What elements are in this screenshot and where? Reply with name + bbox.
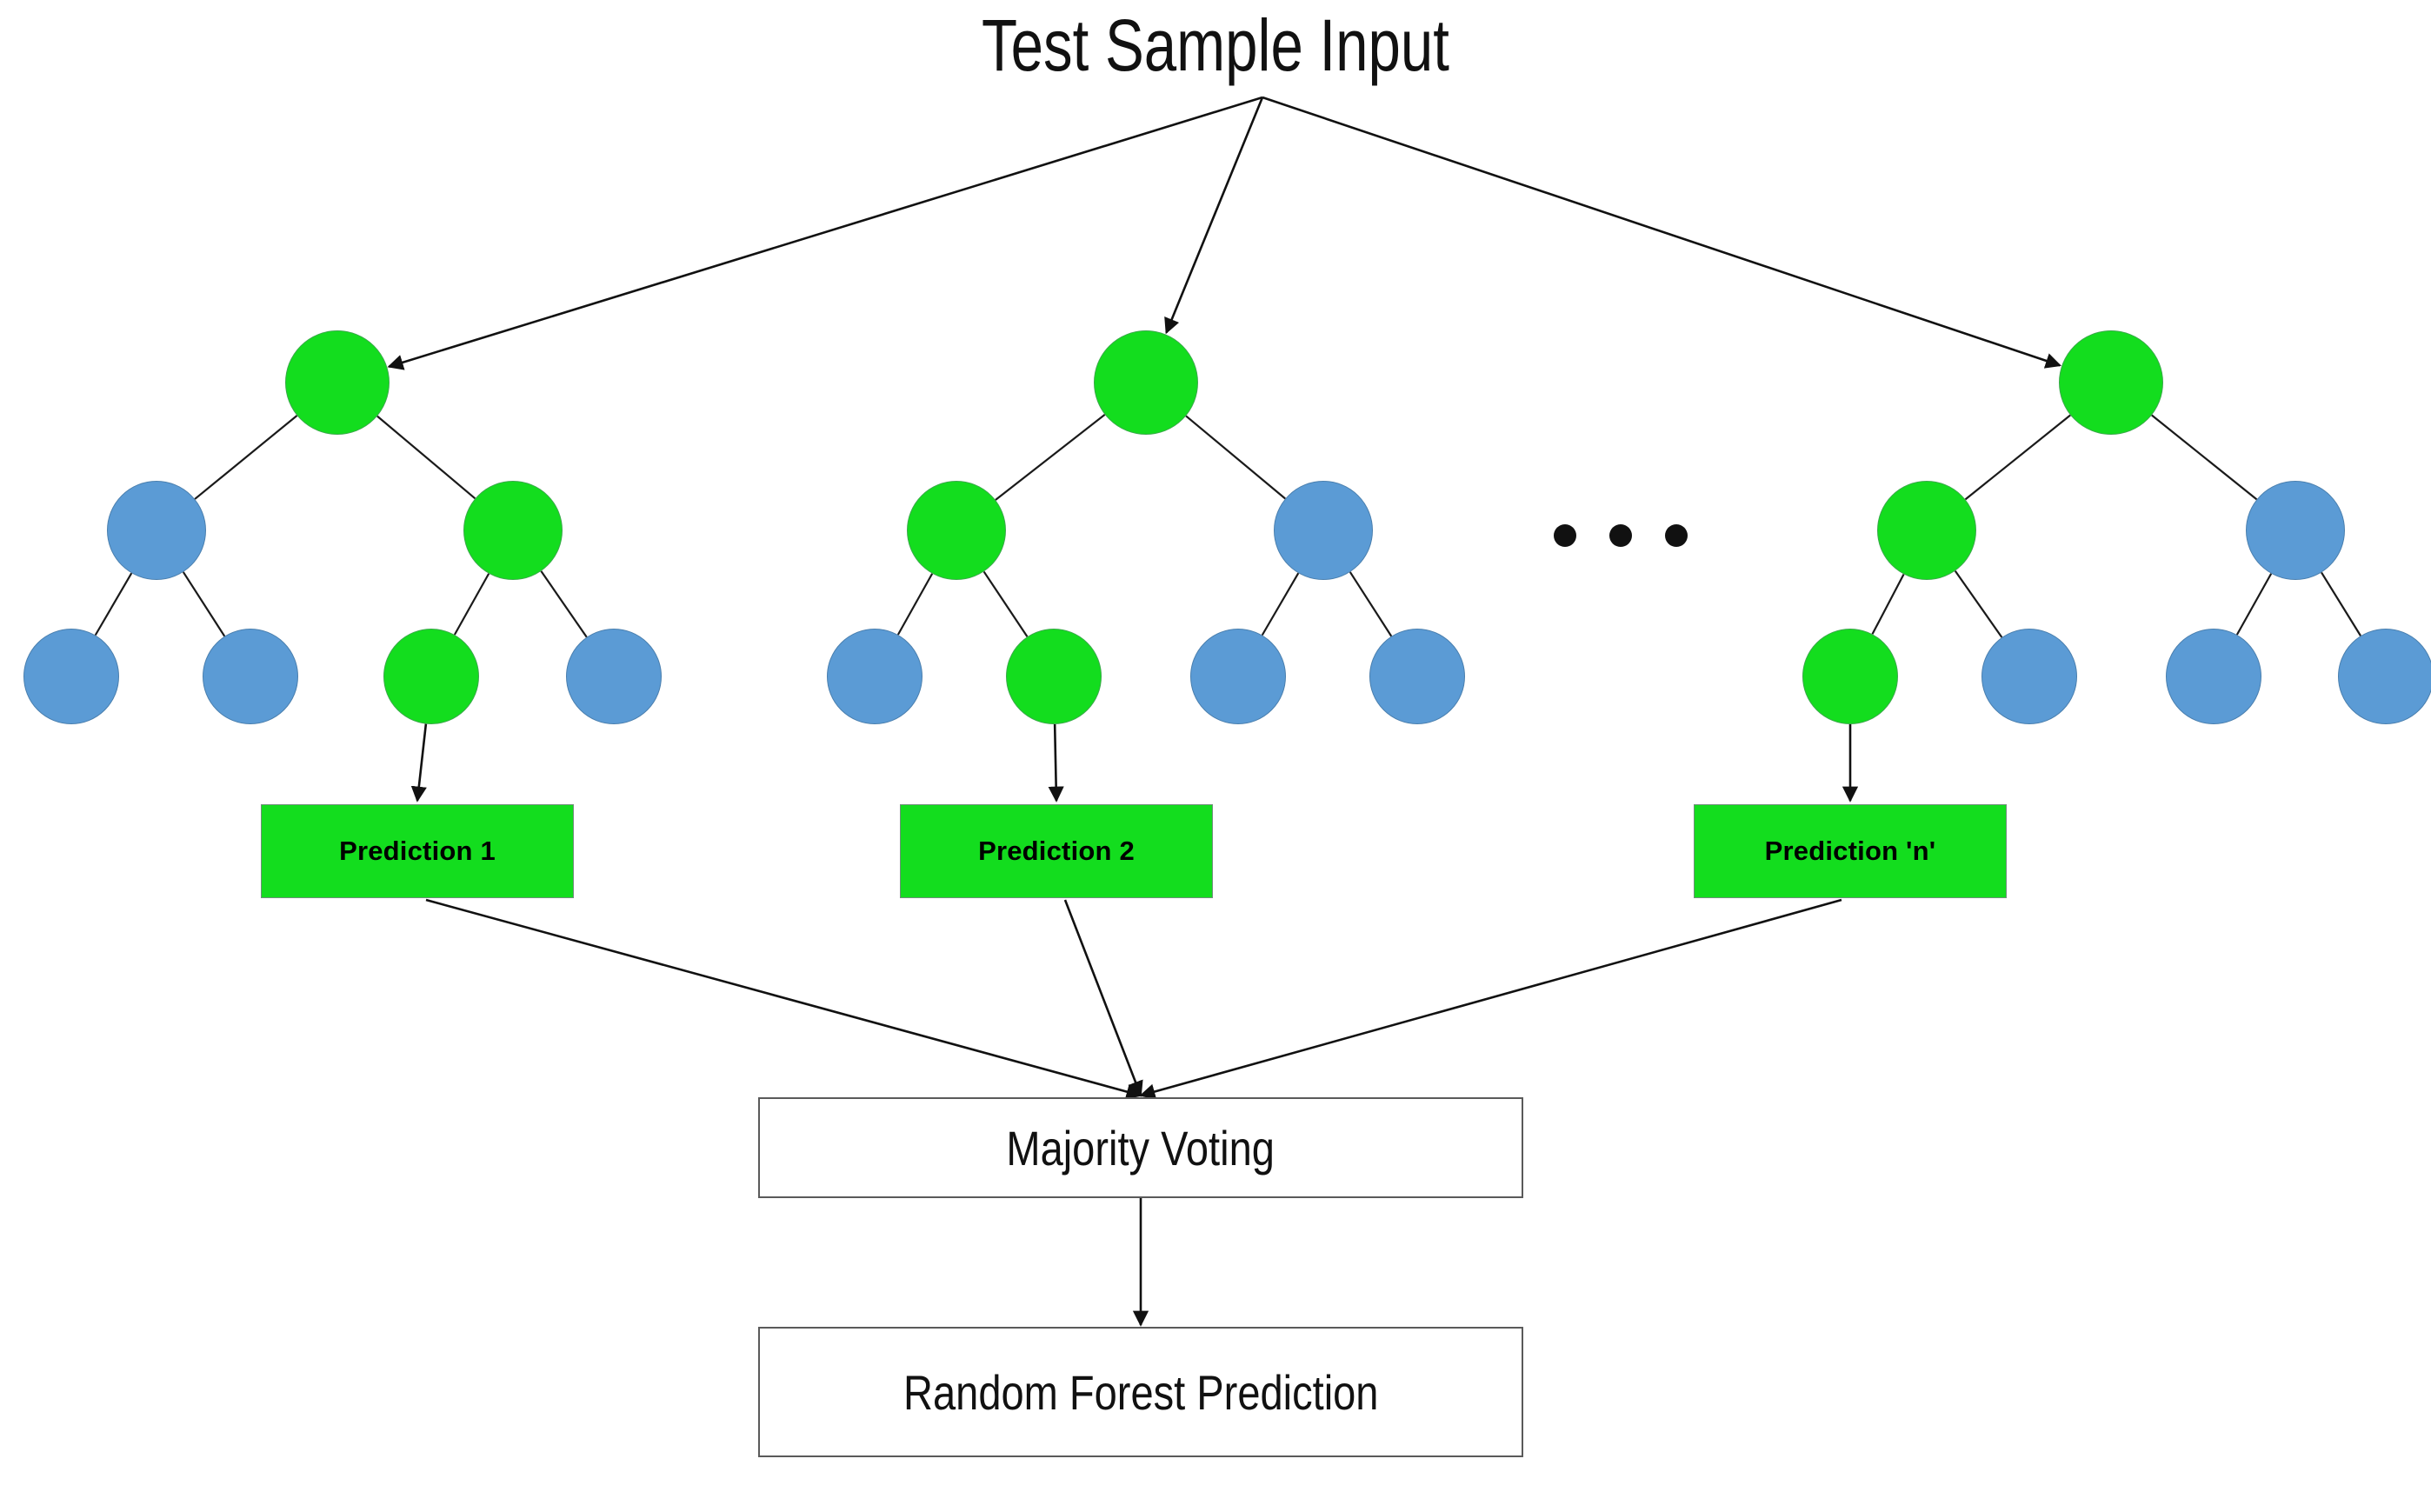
tree-node-t2-lr <box>1006 629 1102 724</box>
tree-node-t1-r <box>463 481 563 580</box>
random-forest-prediction-box-label: Random Forest Prediction <box>902 1364 1379 1420</box>
tree-node-t1-lr <box>203 629 298 724</box>
ellipsis-dot-3 <box>1665 524 1688 547</box>
tree-node-t1-rl <box>383 629 479 724</box>
tree-node-t1-root <box>285 330 390 435</box>
tree-node-t3-rr <box>2338 629 2431 724</box>
tree-node-t3-rl <box>2166 629 2261 724</box>
prediction-box-1[interactable]: Prediction 1 <box>261 804 574 898</box>
tree-node-t3-ll <box>1802 629 1898 724</box>
prediction-box-3[interactable]: Prediction 'n' <box>1694 804 2007 898</box>
tree-node-t1-l <box>107 481 206 580</box>
tree-node-t2-r <box>1274 481 1373 580</box>
tree-node-t3-l <box>1877 481 1976 580</box>
tree-node-t1-rr <box>566 629 662 724</box>
random-forest-prediction-box[interactable]: Random Forest Prediction <box>758 1327 1523 1457</box>
majority-voting-box[interactable]: Majority Voting <box>758 1097 1523 1198</box>
ellipsis-dot-1 <box>1554 524 1576 547</box>
tree-node-t2-rr <box>1369 629 1465 724</box>
tree-node-t3-root <box>2059 330 2163 435</box>
tree-node-t3-lr <box>1981 629 2077 724</box>
tree-node-t2-root <box>1094 330 1198 435</box>
tree-node-t2-l <box>907 481 1006 580</box>
page-title: Test Sample Input <box>982 4 1449 86</box>
majority-voting-box-label: Majority Voting <box>1006 1120 1275 1176</box>
tree-node-t3-r <box>2246 481 2345 580</box>
tree-node-t2-rl <box>1190 629 1286 724</box>
prediction-box-2[interactable]: Prediction 2 <box>900 804 1213 898</box>
tree-node-t1-ll <box>23 629 119 724</box>
tree-node-t2-ll <box>827 629 922 724</box>
ellipsis-dot-2 <box>1609 524 1632 547</box>
